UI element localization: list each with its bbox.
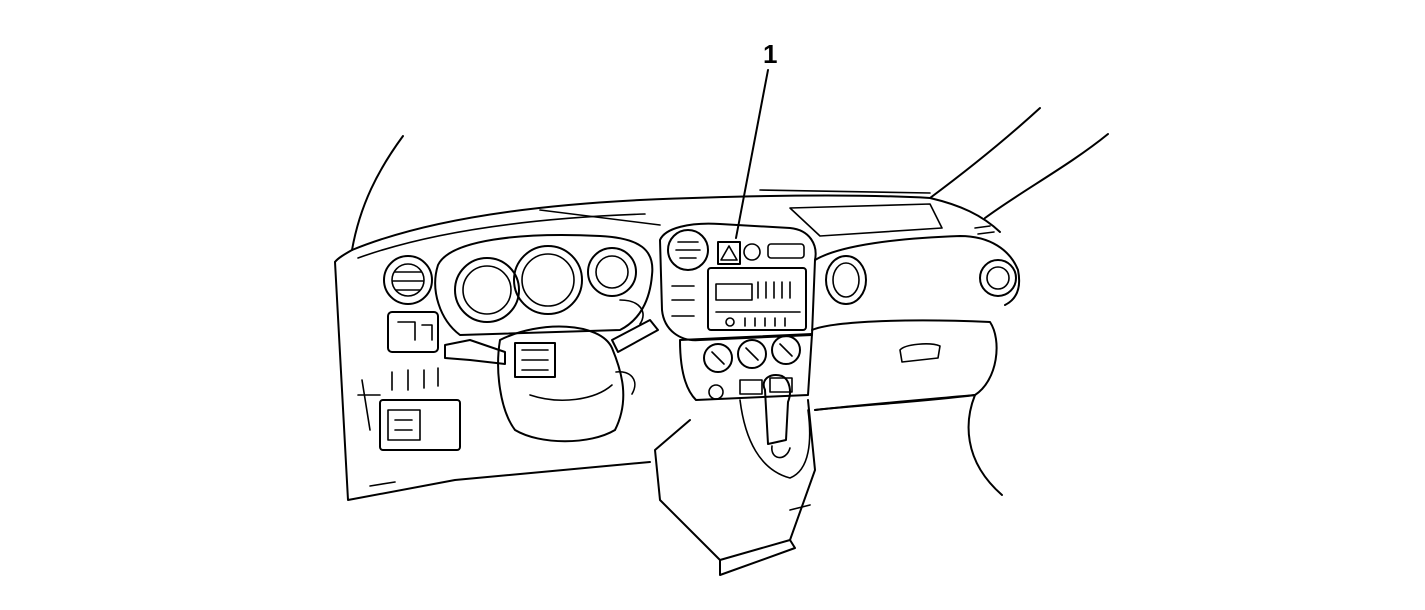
instrument-cluster (434, 234, 654, 336)
callout-leader-line (735, 69, 769, 239)
right-air-vent (979, 259, 1017, 297)
climate-controls (679, 333, 813, 401)
turn-signal-stalk (444, 339, 506, 365)
wiper-stalk (611, 319, 659, 353)
speedometer-gauge (513, 245, 583, 315)
mode-knob (771, 335, 801, 365)
center-stack (659, 222, 817, 342)
windshield-frame (351, 107, 1109, 251)
tachometer-gauge (454, 257, 520, 323)
ignition-switch (514, 342, 556, 378)
radio-unit (707, 267, 807, 331)
center-vent-right (825, 255, 867, 305)
left-air-vent (383, 255, 433, 305)
mirror-switch-panel (387, 311, 439, 353)
fan-knob (703, 343, 733, 373)
right-panel (811, 235, 1021, 496)
hazard-triangle-icon (720, 245, 738, 261)
radio-display (715, 283, 753, 301)
steering-column (444, 319, 659, 443)
temp-knob (737, 339, 767, 369)
gear-shifter (762, 374, 791, 445)
left-panel (334, 249, 651, 501)
glovebox (811, 319, 998, 411)
fuse-cover (379, 399, 461, 451)
dashboard-top (351, 189, 1001, 259)
callout-1: 1 (735, 39, 777, 239)
fuel-gauge (587, 247, 637, 297)
center-vent-left (667, 229, 709, 271)
glovebox-handle (899, 343, 941, 363)
hazard-switch (717, 241, 741, 265)
center-console (654, 374, 816, 576)
callout-number: 1 (763, 39, 777, 69)
